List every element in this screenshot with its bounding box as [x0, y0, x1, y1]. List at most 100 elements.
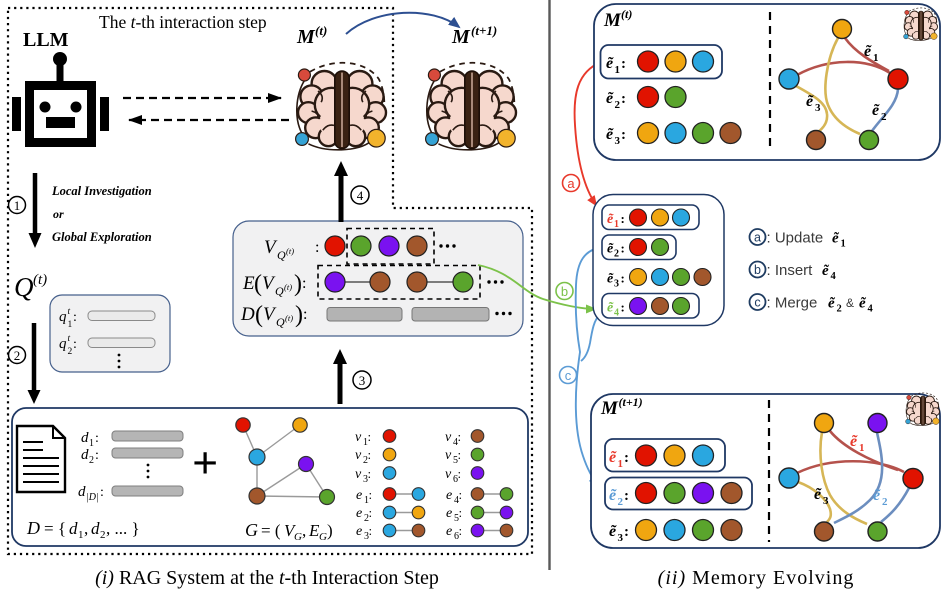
- svg-text:V: V: [262, 273, 276, 294]
- svg-text:d: d: [81, 447, 89, 463]
- svg-text:ẽ: ẽ: [609, 487, 617, 504]
- svg-text:or: or: [53, 207, 64, 221]
- svg-text:ẽ: ẽ: [828, 296, 836, 312]
- svg-text:The t-th interaction step: The t-th interaction step: [99, 12, 267, 32]
- svg-text:ẽ: ẽ: [872, 102, 880, 119]
- svg-text:(t): (t): [286, 246, 294, 256]
- svg-text:E: E: [308, 521, 320, 540]
- svg-text:3: 3: [618, 532, 624, 544]
- svg-text:a: a: [567, 176, 575, 191]
- svg-text:G: G: [319, 531, 327, 543]
- svg-text::: :: [95, 431, 99, 446]
- svg-text::: :: [621, 271, 625, 286]
- svg-text:ẽ: ẽ: [607, 301, 614, 316]
- svg-text:e: e: [446, 506, 452, 521]
- svg-text:(t): (t): [284, 282, 292, 292]
- svg-text::: :: [621, 127, 626, 143]
- svg-text:Local Investigation: Local Investigation: [51, 184, 152, 198]
- svg-text::: :: [303, 306, 307, 323]
- svg-text:3: 3: [615, 135, 621, 147]
- svg-text:2: 2: [615, 99, 621, 111]
- svg-text:): ): [294, 271, 302, 297]
- svg-text:v: v: [445, 448, 452, 463]
- svg-text:1: 1: [68, 320, 73, 330]
- svg-text:d: d: [69, 519, 78, 538]
- svg-text:Q: Q: [276, 315, 285, 329]
- svg-text:(t): (t): [315, 23, 327, 38]
- svg-text::: :: [458, 466, 462, 481]
- svg-text:G: G: [245, 520, 258, 540]
- svg-text:G: G: [294, 531, 302, 543]
- svg-text:3: 3: [359, 373, 366, 388]
- svg-text:2: 2: [618, 496, 624, 508]
- svg-text::: :: [369, 487, 373, 502]
- svg-text:ẽ: ẽ: [609, 523, 617, 540]
- svg-text:ẽ: ẽ: [832, 231, 840, 247]
- svg-text::: :: [621, 211, 625, 226]
- svg-text::: :: [315, 239, 319, 256]
- svg-text:ẽ: ẽ: [864, 43, 872, 60]
- svg-text:5: 5: [454, 513, 459, 524]
- svg-text:1: 1: [614, 219, 619, 230]
- svg-text:|D|: |D|: [86, 492, 99, 503]
- svg-text:6: 6: [454, 531, 459, 542]
- svg-text::: :: [459, 487, 463, 502]
- svg-text::: :: [73, 337, 77, 352]
- svg-text::: :: [624, 524, 629, 540]
- svg-text:4: 4: [614, 308, 619, 319]
- svg-text:2: 2: [100, 529, 106, 541]
- svg-text:2: 2: [614, 249, 619, 260]
- svg-text:,: ,: [302, 521, 306, 540]
- svg-text:5: 5: [453, 455, 458, 466]
- svg-text:ẽ: ẽ: [850, 433, 858, 450]
- svg-text:e: e: [356, 524, 362, 539]
- svg-text:Q: Q: [275, 284, 284, 298]
- svg-text:= {: = {: [44, 519, 66, 538]
- svg-text:D: D: [240, 304, 255, 325]
- svg-text:M: M: [603, 10, 622, 31]
- svg-text::: :: [100, 485, 104, 500]
- svg-text:e: e: [446, 488, 452, 503]
- svg-text:b: b: [754, 263, 761, 277]
- svg-text:c: c: [754, 296, 760, 310]
- svg-text:1: 1: [363, 437, 368, 448]
- svg-text:4: 4: [868, 304, 874, 315]
- svg-text:ẽ: ẽ: [873, 487, 881, 504]
- svg-text:2: 2: [837, 304, 842, 315]
- svg-text::: :: [624, 450, 629, 466]
- svg-text:1: 1: [618, 458, 624, 470]
- svg-text:e: e: [356, 506, 362, 521]
- svg-text:1: 1: [14, 198, 21, 213]
- svg-text:2: 2: [882, 496, 888, 508]
- svg-text:ẽ: ẽ: [822, 263, 830, 279]
- svg-text::: :: [369, 505, 373, 520]
- svg-text:t: t: [68, 307, 71, 317]
- svg-text:ẽ: ẽ: [607, 212, 614, 227]
- svg-text:4: 4: [454, 495, 459, 506]
- svg-text:ẽ: ẽ: [609, 449, 617, 466]
- svg-text:ẽ: ẽ: [859, 296, 867, 312]
- svg-text:ẽ: ẽ: [607, 272, 614, 287]
- svg-text:,: ,: [84, 519, 88, 538]
- svg-text::: :: [302, 275, 306, 292]
- svg-text:1: 1: [89, 438, 94, 449]
- svg-text:Q: Q: [277, 248, 286, 262]
- svg-text::: :: [621, 56, 626, 72]
- svg-text::: :: [458, 447, 462, 462]
- svg-text:): ): [327, 521, 333, 540]
- svg-text:(t): (t): [285, 313, 293, 323]
- svg-text:b: b: [561, 284, 568, 299]
- svg-text::: :: [95, 448, 99, 463]
- svg-text:6: 6: [453, 474, 458, 485]
- svg-text:ẽ: ẽ: [606, 90, 614, 107]
- svg-text::: :: [459, 505, 463, 520]
- svg-text:v: v: [355, 467, 362, 482]
- svg-text:3: 3: [614, 279, 619, 290]
- svg-text::: :: [368, 466, 372, 481]
- svg-text:M: M: [296, 26, 316, 48]
- svg-text:3: 3: [823, 495, 829, 507]
- svg-text:(: (: [254, 271, 262, 297]
- svg-text:: Update: : Update: [767, 230, 824, 247]
- svg-text::: :: [624, 488, 629, 504]
- svg-text:M: M: [600, 398, 619, 419]
